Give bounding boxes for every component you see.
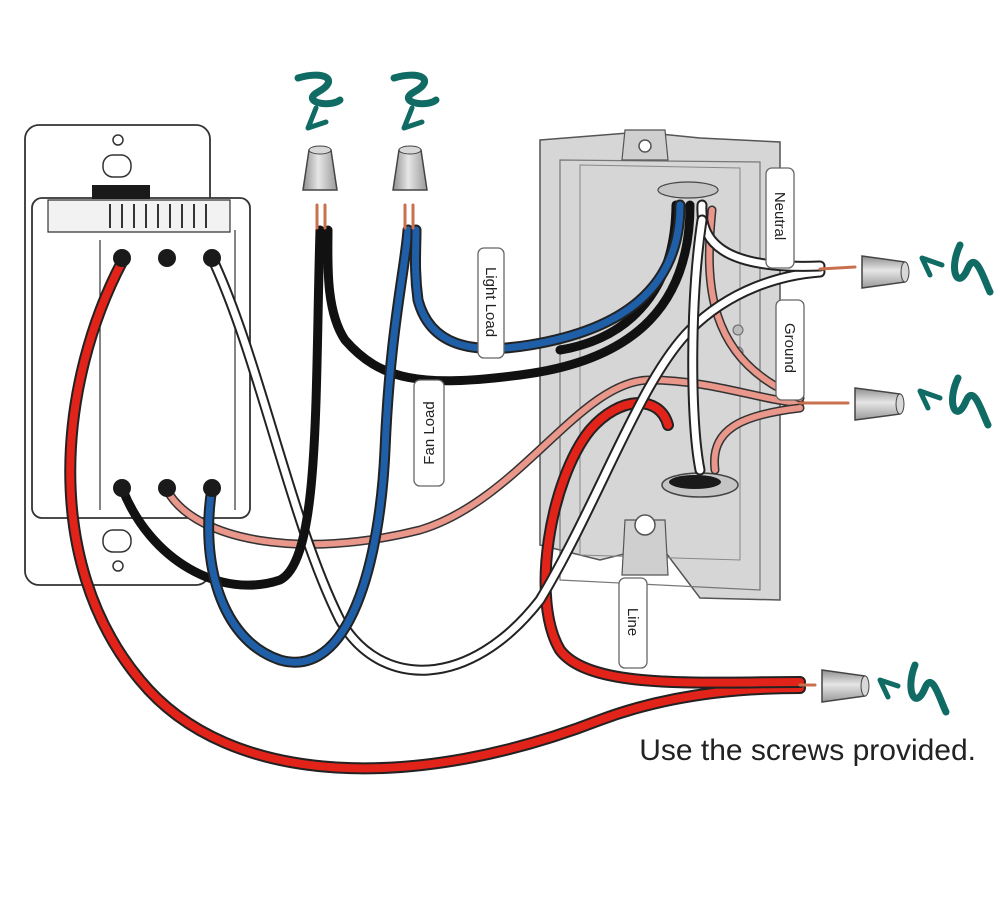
wire-nut-light-load: [392, 145, 428, 191]
ground-label: Ground: [781, 323, 798, 373]
neutral-label: Neutral: [771, 192, 788, 240]
twist-arrow-icon: [877, 661, 950, 716]
tag-light-load: Light Load: [477, 247, 505, 359]
twist-arrow-icon: [917, 374, 992, 429]
switch-terminals: [113, 249, 221, 497]
black-wire-fan-load: [323, 200, 695, 386]
fan-load-label: Fan Load: [421, 401, 438, 464]
tag-line: Line: [618, 577, 648, 669]
tag-neutral: Neutral: [765, 167, 795, 269]
tag-fan-load: Fan Load: [413, 379, 445, 487]
tag-ground: Ground: [775, 299, 805, 401]
twist-arrow-icon: [919, 241, 994, 296]
wire-nut-neutral: [861, 255, 910, 289]
wire-nut-ground: [854, 387, 905, 421]
twist-arrow-icon: [294, 71, 344, 131]
line-label: Line: [624, 608, 641, 636]
light-load-label: Light Load: [482, 267, 499, 337]
wire-nut-fan-load: [302, 145, 338, 191]
twist-arrow-icon: [390, 71, 440, 131]
black-wire-switch: [117, 225, 325, 590]
wire-nut-line: [821, 669, 870, 703]
caption: Use the screws provided.: [639, 734, 976, 767]
